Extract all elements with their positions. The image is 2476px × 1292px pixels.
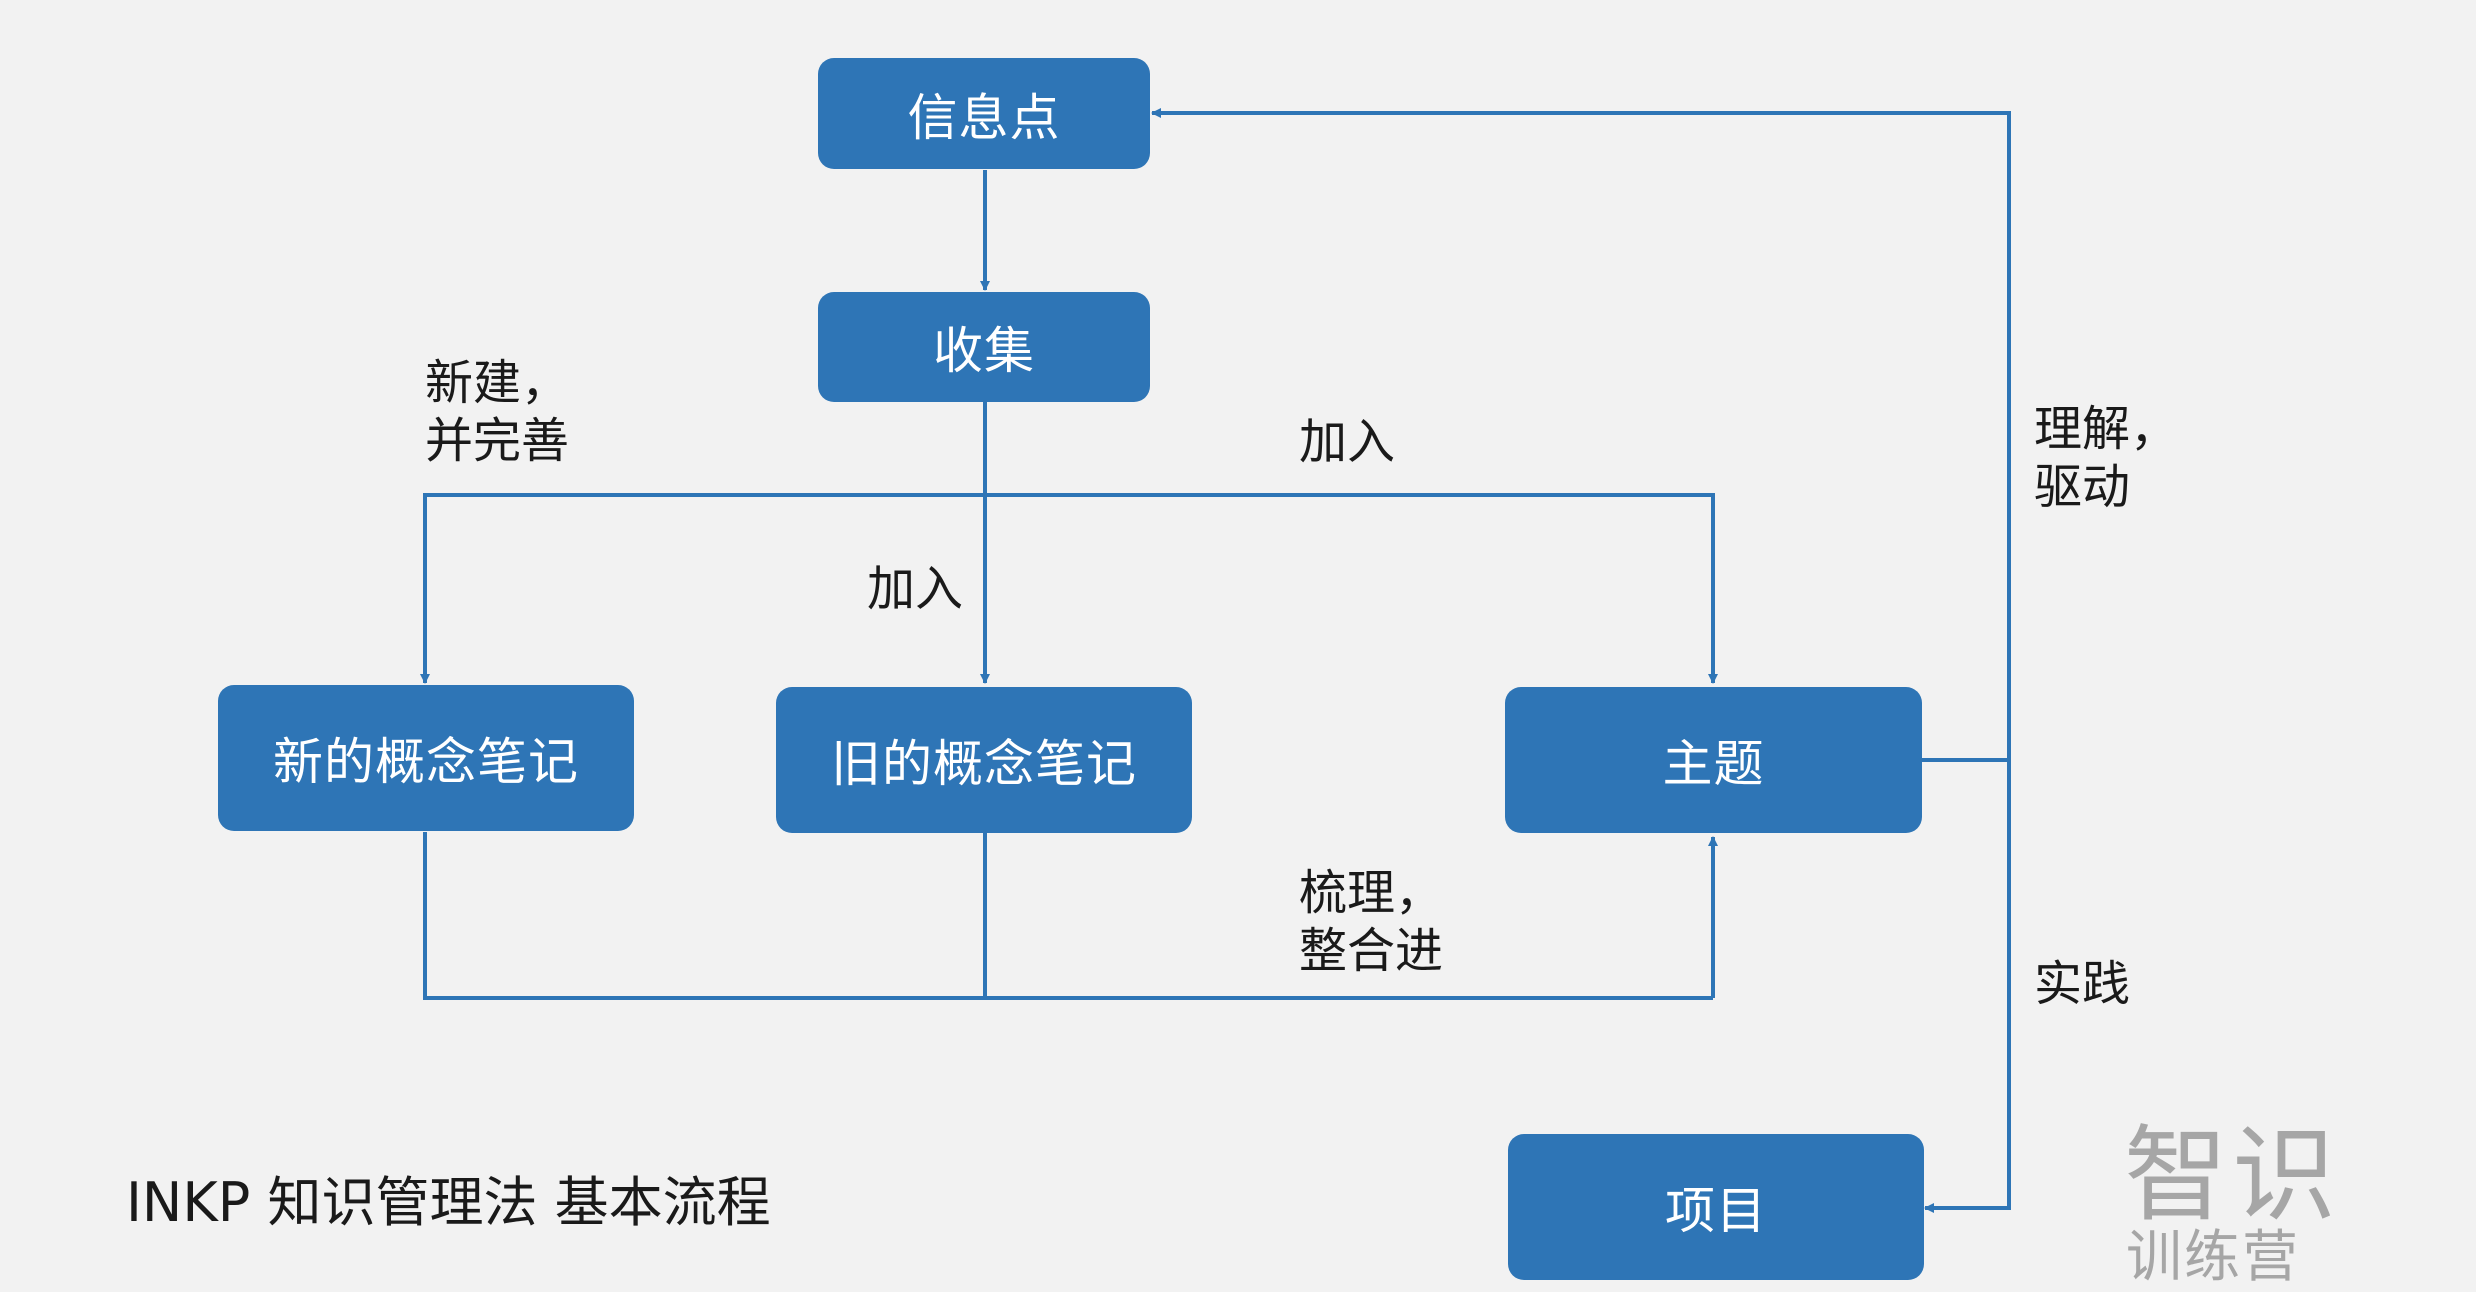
edge-new-note-bottom	[423, 832, 1713, 1000]
edge-label-create-line1: 新建，	[425, 355, 570, 411]
node-topic-label: 主题	[1662, 735, 1765, 793]
edge-topic-to-project	[1924, 760, 2011, 1213]
edge-label-add-to-old: 加入	[867, 561, 964, 617]
edge-label-understand-line2: 驱动	[2034, 459, 2131, 515]
diagram-caption: INKP 知识管理法 基本流程	[126, 1171, 771, 1234]
node-old-concept-note: 旧的概念笔记	[776, 687, 1192, 833]
node-project-label: 项目	[1665, 1182, 1767, 1240]
edge-collect-to-new-note	[420, 493, 985, 684]
edge-label-add-to-topic: 加入	[1299, 414, 1396, 470]
edge-topic-to-info	[1151, 108, 2011, 762]
node-collect: 收集	[818, 292, 1150, 402]
edge-label-organize-line2: 整合进	[1299, 923, 1444, 979]
edge-label-organize-line1: 梳理，	[1299, 865, 1444, 921]
edge-label-practice: 实践	[2034, 956, 2131, 1012]
edge-label-understand-line1: 理解，	[2034, 401, 2179, 457]
node-old-concept-note-label: 旧的概念笔记	[831, 735, 1137, 793]
watermark-main: 智识	[2124, 1114, 2341, 1236]
node-collect-label: 收集	[933, 322, 1035, 380]
node-info-point: 信息点	[818, 58, 1150, 169]
node-project: 项目	[1508, 1134, 1924, 1280]
node-new-concept-note-label: 新的概念笔记	[273, 733, 579, 791]
edge-label-organize: 梳理， 整合进	[1299, 864, 1443, 980]
edge-label-create-line2: 并完善	[425, 413, 570, 469]
edge-collect-to-topic	[985, 493, 1718, 684]
node-new-concept-note: 新的概念笔记	[218, 685, 634, 831]
edge-label-create: 新建， 并完善	[425, 354, 569, 470]
node-info-point-label: 信息点	[907, 88, 1061, 147]
node-topic: 主题	[1505, 687, 1922, 833]
edge-label-understand: 理解， 驱动	[2034, 400, 2178, 516]
watermark-sub: 训练营	[2126, 1225, 2300, 1290]
